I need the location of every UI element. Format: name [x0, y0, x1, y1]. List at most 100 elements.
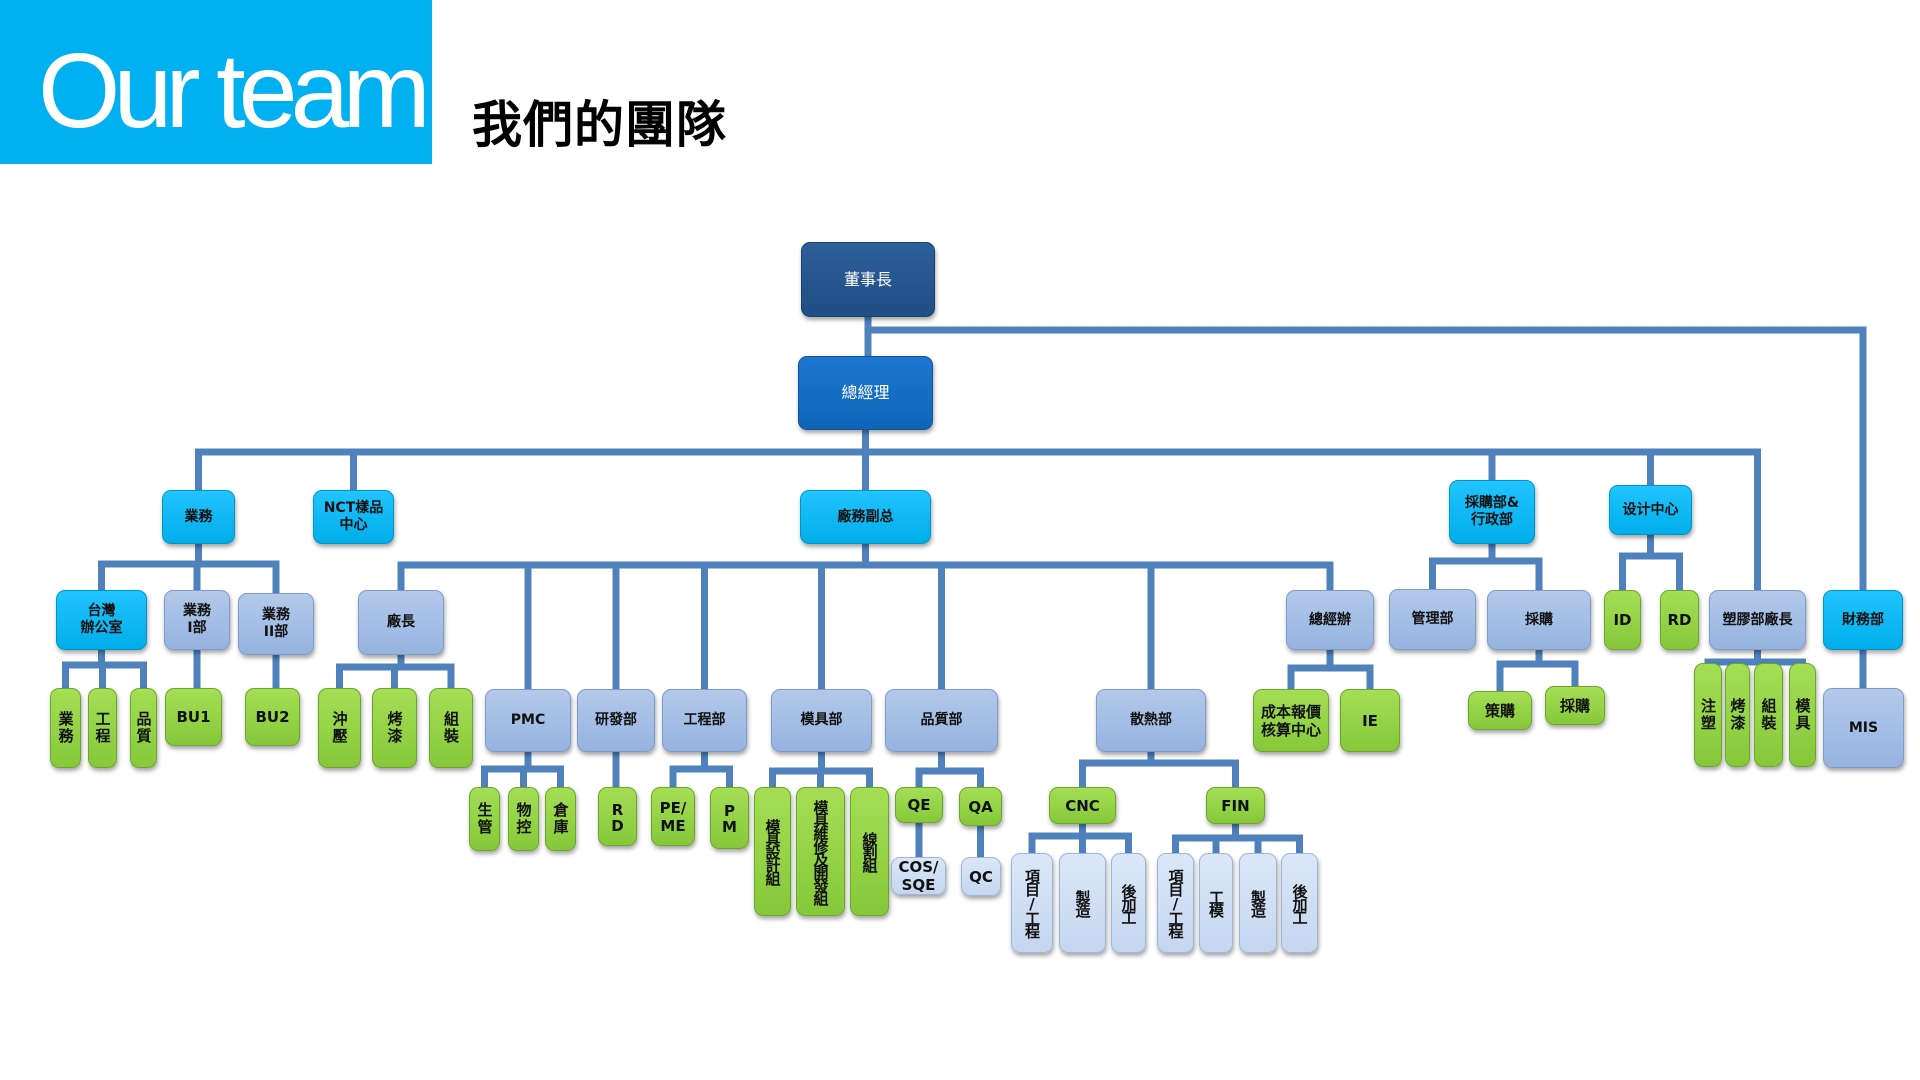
org-node-label: 董事長	[843, 269, 892, 289]
org-node-label: 模具維修及開發組	[811, 799, 830, 904]
org-node-pl-assembly: 組裝	[1754, 663, 1783, 767]
org-node-label: 生管	[475, 802, 494, 836]
org-node-quality-dept: 品質部	[885, 689, 998, 752]
org-node-factory-vp: 廠務副总	[800, 490, 931, 544]
org-node-label: 組裝	[1759, 698, 1778, 732]
org-node-label: 管理部	[1411, 611, 1454, 628]
org-node-label: 業務	[184, 508, 213, 525]
org-node-strategic-purchase: 策購	[1468, 691, 1532, 730]
org-node-rd: RD	[1660, 590, 1699, 650]
org-node-label: 業務 II部	[262, 607, 290, 640]
title-english: Our team	[38, 32, 431, 150]
org-node-wire-cut: 線割組	[850, 787, 889, 916]
org-node-label: 採購部& 行政部	[1464, 495, 1520, 528]
org-node-pmc: PMC	[485, 689, 571, 752]
org-node-label: CNC	[1065, 796, 1100, 815]
org-node-label: 總經理	[841, 383, 890, 403]
org-node-label: 注塑	[1699, 698, 1717, 732]
org-node-fin-tooling: 工模	[1199, 853, 1233, 953]
org-node-bu1: BU1	[165, 688, 222, 746]
org-node-gm-office: 總經辦	[1286, 590, 1374, 650]
org-node-label: 成本報價 核算中心	[1260, 702, 1321, 739]
org-node-sales-2: 業務 II部	[238, 593, 314, 655]
org-node-fin-project: 項目/工程	[1157, 853, 1194, 953]
org-node-label: 採購	[1559, 696, 1590, 715]
org-node-label: 沖壓	[330, 711, 349, 745]
org-node-label: 烤漆	[385, 711, 404, 745]
org-node-tw-quality: 品質	[130, 688, 157, 768]
org-node-label: 模具部	[800, 712, 843, 729]
org-node-chairman: 董事長	[801, 242, 935, 317]
org-node-purchasing: 採購	[1487, 590, 1591, 650]
org-node-label: 模具設計組	[763, 819, 782, 884]
org-node-label: 品質	[134, 711, 153, 745]
org-node-label: 烤漆	[1728, 698, 1747, 732]
org-node-cnc-project: 項目/工程	[1011, 853, 1053, 953]
org-node-qa: QA	[959, 787, 1002, 826]
org-node-mold-design: 模具設計組	[754, 787, 791, 916]
org-node-purchase-exec: 採購	[1545, 686, 1605, 725]
org-node-label: 物控	[514, 802, 533, 836]
org-node-label: 设计中心	[1622, 501, 1679, 518]
org-node-label: COS/ SQE	[898, 858, 939, 894]
org-node-label: 工程	[93, 711, 112, 745]
org-node-cnc: CNC	[1049, 787, 1116, 824]
org-node-finance: 財務部	[1823, 590, 1903, 650]
org-node-label: 財務部	[1842, 611, 1884, 628]
org-node-label: 業務 I部	[183, 603, 211, 636]
org-node-qe: QE	[895, 787, 943, 823]
org-node-label: PMC	[510, 712, 546, 729]
org-node-label: ID	[1613, 611, 1632, 629]
org-node-label: 採購	[1525, 611, 1553, 628]
org-node-label: 工程部	[683, 712, 726, 729]
org-node-label: RD	[1667, 611, 1692, 629]
org-node-fin-post: 後加工	[1281, 853, 1318, 953]
org-node-label: 品質部	[920, 712, 963, 729]
org-node-cost-center: 成本報價 核算中心	[1253, 689, 1329, 752]
org-node-mold-dept: 模具部	[771, 689, 872, 752]
org-node-label: PE/ ME	[659, 798, 687, 835]
org-node-label: QC	[969, 867, 993, 886]
org-node-sales-1: 業務 I部	[164, 590, 230, 650]
org-node-label: 策購	[1484, 701, 1515, 720]
org-node-label: NCT樣品 中心	[323, 500, 384, 533]
org-node-label: 後加工	[1119, 883, 1138, 923]
org-node-rnd-dept: 研發部	[577, 689, 655, 752]
org-node-injection: 注塑	[1694, 663, 1722, 767]
org-node-pl-mold: 模具	[1789, 663, 1816, 767]
org-node-pe-me: PE/ ME	[651, 787, 695, 846]
org-node-label: 製造	[1073, 890, 1092, 916]
org-node-label: 業務	[56, 711, 75, 745]
org-node-tw-eng: 工程	[88, 688, 117, 768]
org-node-design-center: 设计中心	[1609, 485, 1692, 535]
org-node-qc: QC	[961, 857, 1001, 896]
org-node-r-d: RD	[598, 787, 637, 846]
org-node-pl-painting: 烤漆	[1725, 663, 1750, 767]
org-node-eng-dept: 工程部	[662, 689, 747, 752]
org-node-gm: 總經理	[798, 356, 933, 430]
org-node-label: MIS	[1848, 719, 1879, 736]
org-node-label: 散熱部	[1130, 712, 1172, 729]
org-node-plastics-mgr: 塑膠部廠長	[1709, 590, 1806, 650]
org-node-label: IE	[1362, 711, 1378, 730]
org-node-label: 製造	[1249, 890, 1267, 916]
title-banner: Our team	[0, 0, 432, 164]
org-node-label: 研發部	[595, 712, 637, 729]
org-node-label: QA	[968, 797, 993, 816]
org-node-label: QE	[907, 796, 931, 814]
org-node-tw-sales: 業務	[50, 688, 81, 768]
org-node-nct: NCT樣品 中心	[313, 490, 394, 544]
org-node-plant-mgr: 廠長	[358, 590, 444, 655]
org-node-label: 後加工	[1290, 883, 1309, 923]
org-node-ie: IE	[1340, 689, 1400, 752]
org-node-purchase-admin: 採購部& 行政部	[1449, 480, 1535, 544]
org-node-taiwan-office: 台灣 辦公室	[56, 590, 147, 650]
org-node-painting: 烤漆	[372, 688, 417, 768]
org-node-label: 廠長	[387, 614, 415, 631]
org-node-label: 廠務副总	[837, 508, 894, 525]
org-node-sales: 業務	[162, 490, 235, 544]
org-node-label: 工模	[1207, 890, 1225, 916]
title-chinese: 我們的團隊	[472, 96, 727, 154]
org-node-cnc-post: 後加工	[1111, 853, 1146, 953]
